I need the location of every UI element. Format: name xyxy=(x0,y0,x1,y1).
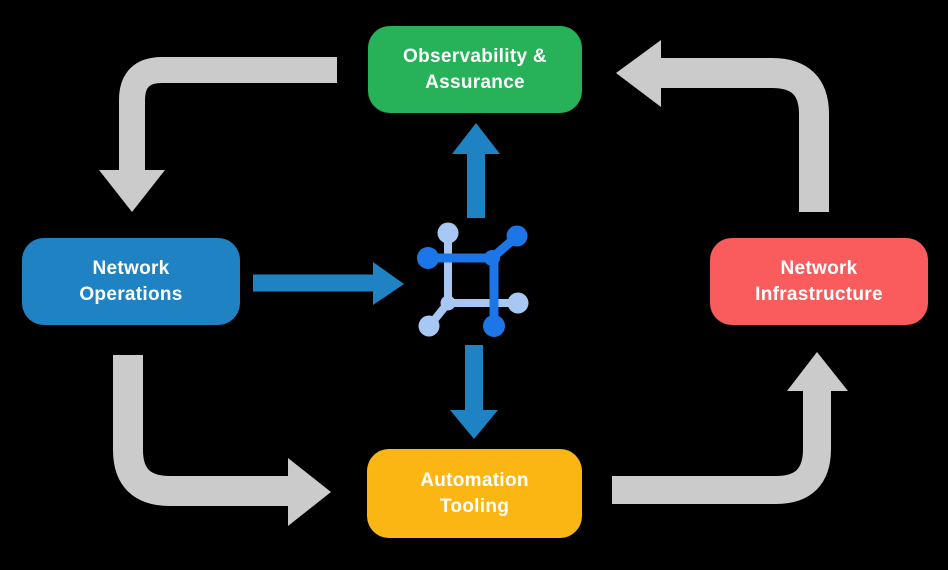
arrow-head-left-icon xyxy=(616,40,661,107)
node-observability-assurance: Observability & Assurance xyxy=(368,26,582,113)
arrow-head-right-icon xyxy=(288,458,331,526)
node-automation-tooling: Automation Tooling xyxy=(367,449,582,538)
node-label-line1: Network xyxy=(92,257,170,279)
node-label-line2: Operations xyxy=(79,283,183,305)
node-network-infrastructure: Network Infrastructure xyxy=(710,238,928,325)
arrow-automation-to-infrastructure xyxy=(612,352,848,504)
arrow-operations-to-center xyxy=(253,262,404,305)
arrow-center-to-automation xyxy=(450,345,498,439)
node-label-line1: Observability & xyxy=(403,45,547,67)
node-label-line2: Tooling xyxy=(439,495,510,517)
arrow-center-to-observability xyxy=(452,123,500,218)
mesh-node xyxy=(437,222,459,244)
arrow-shaft xyxy=(119,57,337,172)
arrow-head-up-icon xyxy=(452,123,500,154)
mesh-dark-layer xyxy=(417,225,528,337)
arrow-infrastructure-to-observability xyxy=(616,40,829,212)
mesh-light-layer xyxy=(418,222,529,337)
arrow-head-down-icon xyxy=(99,170,165,212)
mesh-node xyxy=(483,315,505,337)
arrow-operations-to-automation xyxy=(113,355,331,526)
arrow-head-right-icon xyxy=(373,262,404,305)
arrow-head-down-icon xyxy=(450,410,498,439)
mesh-node xyxy=(506,225,528,247)
network-automation-mesh-icon xyxy=(417,222,529,337)
node-label-line2: Infrastructure xyxy=(755,283,883,305)
arrow-shaft xyxy=(612,390,831,504)
arrow-shaft xyxy=(113,355,288,506)
node-label-line1: Network xyxy=(780,257,858,279)
node-label-line1: Automation xyxy=(420,469,529,491)
mesh-node xyxy=(418,315,440,337)
mesh-node xyxy=(507,292,529,314)
node-network-operations: Network Operations xyxy=(22,238,240,325)
arrow-observability-to-operations xyxy=(99,57,337,212)
node-label-line2: Assurance xyxy=(425,71,525,93)
arrow-shaft xyxy=(660,58,829,212)
arrow-head-up-icon xyxy=(787,352,848,391)
